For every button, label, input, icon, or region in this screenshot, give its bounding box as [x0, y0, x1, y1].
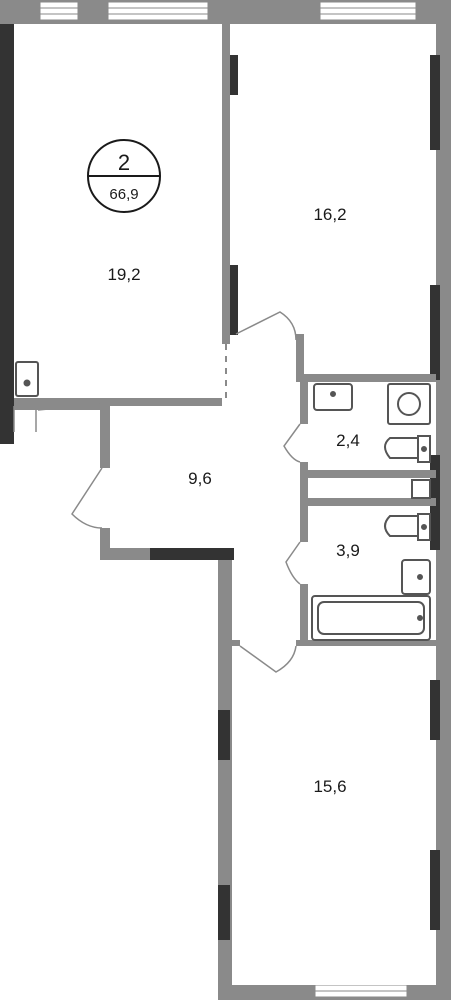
area-bedroom-bottom: 15,6 — [313, 777, 346, 796]
bathroom-sink-icon — [313, 383, 353, 411]
area-hallway: 9,6 — [188, 469, 212, 488]
total-area: 66,9 — [109, 186, 138, 203]
area-bedroom-top-right: 16,2 — [313, 205, 346, 224]
kitchen-sink-icon — [15, 361, 39, 397]
area-living-room: 19,2 — [107, 265, 140, 284]
washbasin-icon — [401, 559, 431, 595]
small-cabinet-icon — [411, 479, 431, 499]
doors — [71, 311, 301, 673]
total-badge: 2 66,9 — [87, 139, 161, 213]
top-windows — [39, 1, 417, 21]
area-bathroom-bath: 3,9 — [336, 541, 360, 560]
bathtub-icon — [311, 595, 431, 641]
kitchen-counter — [13, 403, 101, 432]
room-count: 2 — [118, 150, 130, 175]
washing-machine-icon — [387, 383, 431, 425]
toilet-icon-1 — [384, 435, 431, 463]
toilet-icon-2 — [384, 513, 431, 541]
area-bathroom-small: 2,4 — [336, 431, 360, 450]
